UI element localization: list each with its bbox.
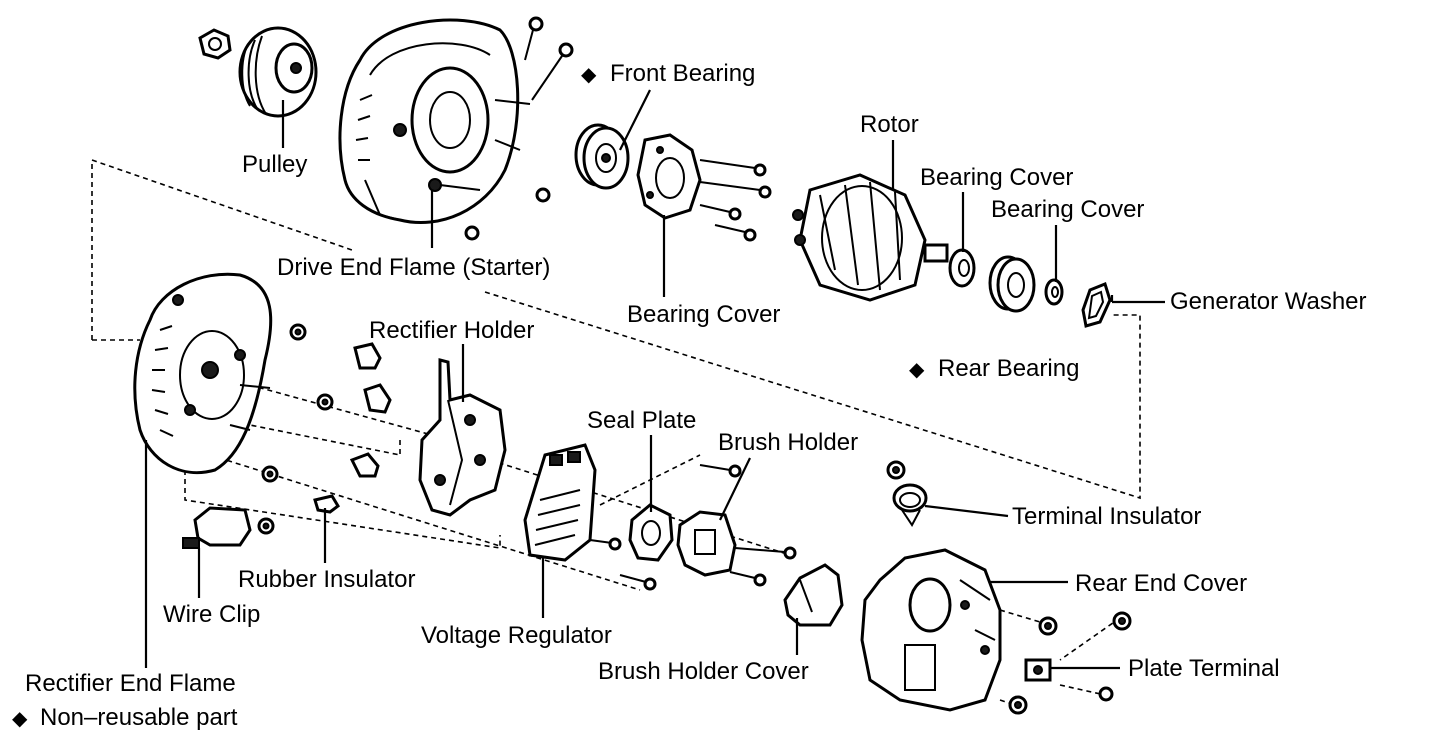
- label-rear-end-cover: Rear End Cover: [1075, 570, 1248, 597]
- label-brush-holder: Brush Holder: [718, 429, 859, 456]
- label-voltage-regulator: Voltage Regulator: [421, 622, 612, 649]
- label-rotor: Rotor: [860, 111, 919, 138]
- diamond-marker-front-bearing: ◆: [581, 62, 597, 86]
- rear-cover-nuts: [1008, 611, 1132, 715]
- label-rectifier-holder: Rectifier Holder: [369, 317, 535, 344]
- leader-lines: [144, 89, 1165, 670]
- drive-end-frame: [338, 18, 520, 225]
- bearing-cover-screws: [699, 159, 772, 242]
- brush-holder-cover: [783, 563, 844, 627]
- rear-bearing: [988, 255, 1036, 313]
- bearing-cover-ring-2: [1044, 278, 1064, 306]
- label-bearing-cover-1: Bearing Cover: [920, 164, 1074, 191]
- pulley: [238, 26, 318, 118]
- brush-holder-screws: [699, 464, 797, 587]
- diamond-marker-rear-bearing: ◆: [909, 357, 925, 381]
- label-terminal-insulator: Terminal Insulator: [1012, 503, 1202, 530]
- label-generator-washer: Generator Washer: [1170, 288, 1367, 315]
- insulator-pieces: [313, 342, 392, 514]
- label-brush-holder-cover: Brush Holder Cover: [598, 658, 809, 685]
- assembly-guide-lines: [91, 158, 1141, 706]
- plate-terminal: [1024, 658, 1052, 682]
- label-wire-clip: Wire Clip: [163, 601, 261, 628]
- rectifier-holder: [418, 358, 507, 517]
- label-rear-bearing: Rear Bearing: [938, 355, 1080, 382]
- label-plate-terminal: Plate Terminal: [1128, 655, 1280, 682]
- terminal-nut: [886, 460, 906, 480]
- rear-end-cover: [860, 548, 1002, 712]
- bearing-cover-front: [636, 133, 702, 220]
- seal-plate: [628, 503, 674, 562]
- generator-washer: [1081, 282, 1112, 328]
- label-rubber-insulator: Rubber Insulator: [238, 566, 416, 593]
- rectifier-end-frame: [133, 272, 273, 475]
- pulley-nut: [198, 28, 232, 60]
- drive-end-bolts: [464, 16, 574, 241]
- brush-holder: [676, 510, 737, 577]
- front-bearing: [574, 123, 630, 190]
- label-seal-plate: Seal Plate: [587, 407, 697, 434]
- label-rectifier-end-frame: Rectifier End Flame: [25, 670, 236, 697]
- rotor: [792, 173, 949, 302]
- label-bearing-cover-front: Bearing Cover: [627, 301, 781, 328]
- bearing-cover-ring-1: [948, 248, 976, 288]
- legend-non-reusable-part: Non–reusable part: [40, 704, 238, 731]
- label-drive-end-frame: Drive End Flame (Starter): [277, 254, 551, 281]
- label-bearing-cover-2: Bearing Cover: [991, 196, 1145, 223]
- wire-clip: [182, 506, 252, 549]
- voltage-regulator: [523, 443, 597, 562]
- label-pulley: Pulley: [242, 151, 308, 178]
- terminal-insulator: [892, 483, 928, 527]
- regulator-screws: [589, 537, 657, 591]
- label-front-bearing: Front Bearing: [610, 60, 756, 87]
- diamond-marker-legend: ◆: [12, 706, 28, 730]
- rectifier-end-nuts: [257, 323, 334, 535]
